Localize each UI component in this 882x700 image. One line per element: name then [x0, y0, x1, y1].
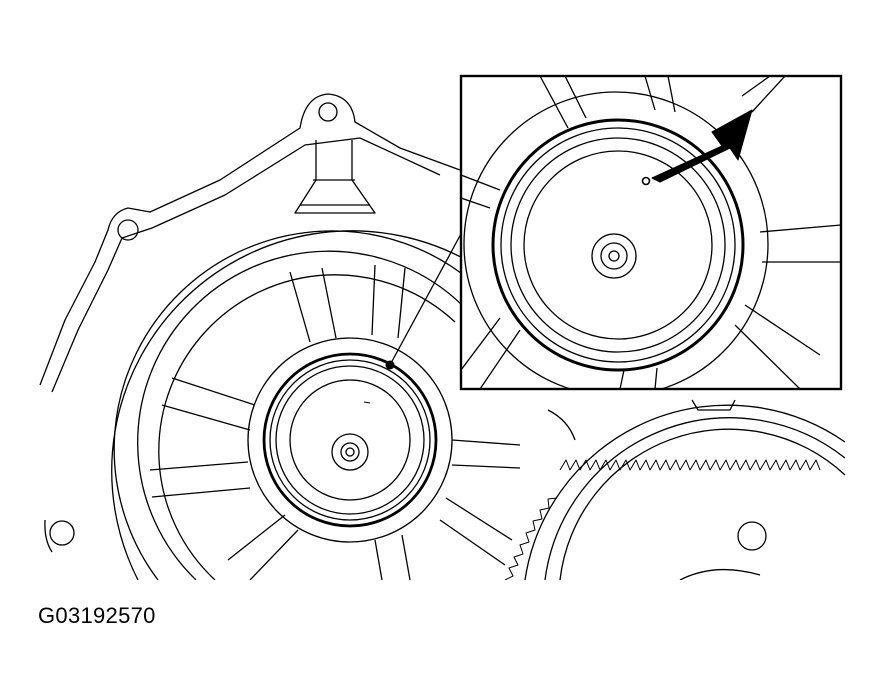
inset-leader-line — [389, 231, 463, 366]
housing-arc-3 — [137, 250, 463, 580]
detail-inset — [459, 74, 843, 391]
flexplate — [504, 399, 846, 580]
housing-arc-outer — [111, 230, 471, 580]
housing-inner-edge — [51, 137, 441, 393]
pump-seal-assembly — [247, 337, 453, 543]
ring-gear-teeth — [559, 459, 821, 471]
housing-arc-2 — [113, 230, 471, 580]
housing-ribs — [149, 264, 521, 580]
ring-gear-side-teeth — [504, 497, 558, 580]
housing-outline — [39, 93, 461, 386]
bottom-left-bolt — [44, 519, 75, 553]
left-bolt-boss — [117, 219, 139, 241]
arrow-pointer-icon — [651, 109, 753, 183]
top-bolt-boss — [294, 102, 376, 214]
housing-arc-4 — [158, 274, 456, 580]
main-view — [39, 93, 846, 580]
technical-illustration — [39, 74, 846, 580]
figure-id-label: G03192570 — [38, 603, 156, 628]
